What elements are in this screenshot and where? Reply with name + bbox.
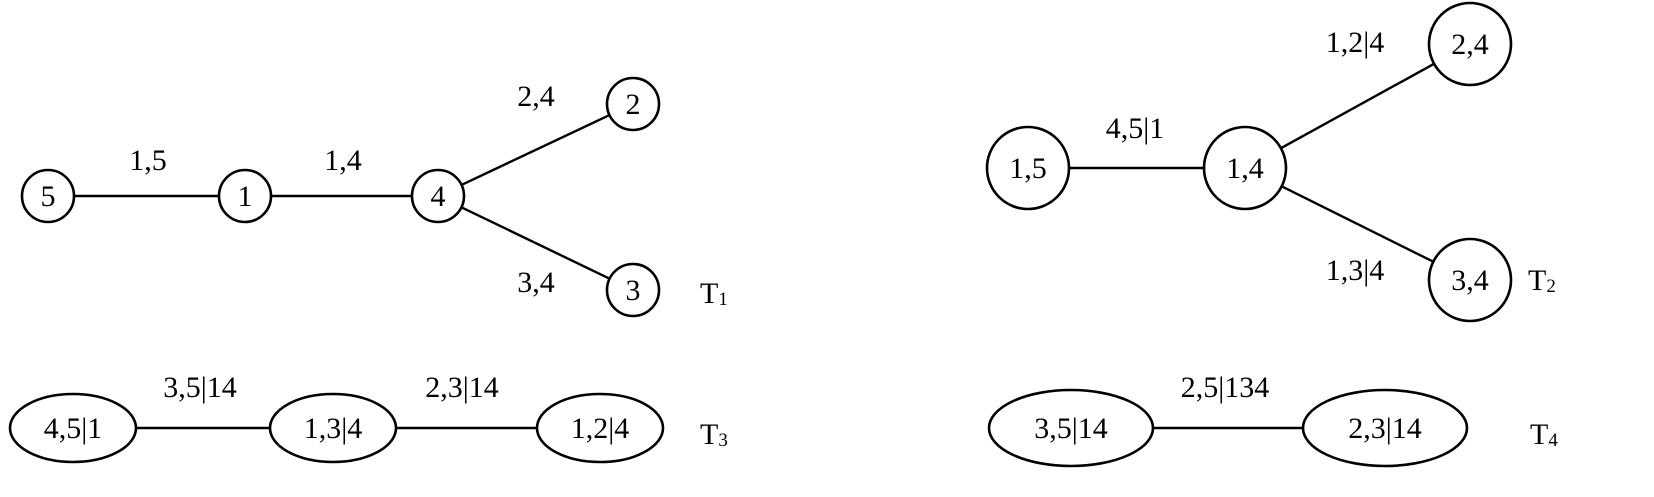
tree-t3: 3,5|14 2,3|14 4,5|1 1,3|4 1,2|4 T3 xyxy=(8,371,728,464)
node-label: 1,2|4 xyxy=(571,412,630,445)
tree-title-t3: T3 xyxy=(700,418,728,451)
edge-label: 1,5 xyxy=(129,144,167,177)
edge-label: 2,3|14 xyxy=(425,371,499,404)
node-n4 xyxy=(410,168,466,224)
node-label: 2 xyxy=(626,88,641,121)
edge-n4-n2 xyxy=(461,114,610,186)
edge-label: 2,5|134 xyxy=(1181,371,1270,404)
edge-label: 1,3|4 xyxy=(1326,254,1385,287)
node-label: 4,5|1 xyxy=(44,412,103,445)
node-label: 3,4 xyxy=(1451,264,1489,297)
tree-t2: 4,5|1 1,2|4 1,3|4 1,5 1,4 2,4 3,4 T2 xyxy=(985,1,1556,323)
tree-title-t1: T1 xyxy=(700,277,728,310)
node-p2 xyxy=(268,392,398,464)
tree-title-subscript: 4 xyxy=(1548,430,1558,451)
tree-title-main: T xyxy=(1530,418,1548,451)
tree-t4: 2,5|134 3,5|14 2,3|14 T4 xyxy=(987,371,1558,468)
node-n5 xyxy=(20,168,76,224)
tree-title-t2: T2 xyxy=(1528,264,1556,297)
tree-title-subscript: 3 xyxy=(718,430,728,451)
edge-m14-m24 xyxy=(1280,62,1435,150)
edge-label: 3,5|14 xyxy=(163,371,237,404)
node-label: 4 xyxy=(431,180,446,213)
edge-m14-m34 xyxy=(1281,185,1434,263)
edge-label: 1,4 xyxy=(324,144,362,177)
tree-title-main: T xyxy=(1528,264,1546,297)
node-label: 1,3|4 xyxy=(304,412,363,445)
node-label: 3 xyxy=(626,274,641,307)
node-label: 1,5 xyxy=(1009,152,1047,185)
node-n3 xyxy=(605,262,661,318)
node-label: 3,5|14 xyxy=(1034,412,1108,445)
edge-n4-n3 xyxy=(460,206,611,280)
edge-label: 3,4 xyxy=(517,266,555,299)
tree-title-main: T xyxy=(700,418,718,451)
edge-label: 4,5|1 xyxy=(1106,112,1165,145)
node-p1 xyxy=(8,392,138,464)
node-n2 xyxy=(605,76,661,132)
tree-title-subscript: 2 xyxy=(1546,276,1556,297)
node-n1 xyxy=(217,168,273,224)
node-m15 xyxy=(985,125,1071,211)
node-label: 1,4 xyxy=(1226,152,1264,185)
node-q2 xyxy=(1301,388,1469,468)
tree-title-subscript: 1 xyxy=(718,289,728,310)
node-q1 xyxy=(987,388,1155,468)
node-m24 xyxy=(1427,1,1513,87)
edge-label: 2,4 xyxy=(517,80,555,113)
edge-label: 1,2|4 xyxy=(1326,26,1385,59)
tree-title-main: T xyxy=(700,277,718,310)
node-label: 2,3|14 xyxy=(1348,412,1422,445)
node-p3 xyxy=(535,392,665,464)
node-label: 1 xyxy=(238,180,253,213)
node-m34 xyxy=(1427,237,1513,323)
tree-title-t4: T4 xyxy=(1530,418,1558,451)
node-label: 5 xyxy=(41,180,56,213)
node-m14 xyxy=(1202,125,1288,211)
node-label: 2,4 xyxy=(1451,28,1489,61)
